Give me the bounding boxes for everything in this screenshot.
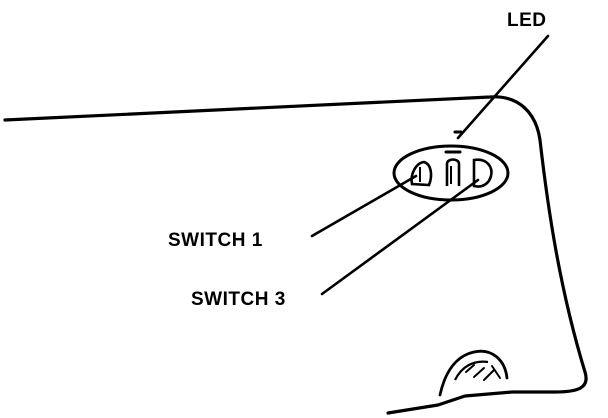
switch-1-leader-line bbox=[310, 174, 418, 238]
connector-bump bbox=[438, 349, 509, 397]
switch-2 bbox=[444, 150, 462, 186]
switch-1-label: SWITCH 1 bbox=[168, 230, 263, 251]
led-label: LED bbox=[507, 10, 547, 31]
housing-outline bbox=[3, 95, 588, 415]
switch-3 bbox=[472, 158, 493, 188]
switch-3-label: SWITCH 3 bbox=[191, 289, 286, 310]
switch-1 bbox=[410, 160, 433, 187]
led-leader-line bbox=[456, 34, 550, 140]
switch-3-leader-line bbox=[320, 178, 480, 296]
